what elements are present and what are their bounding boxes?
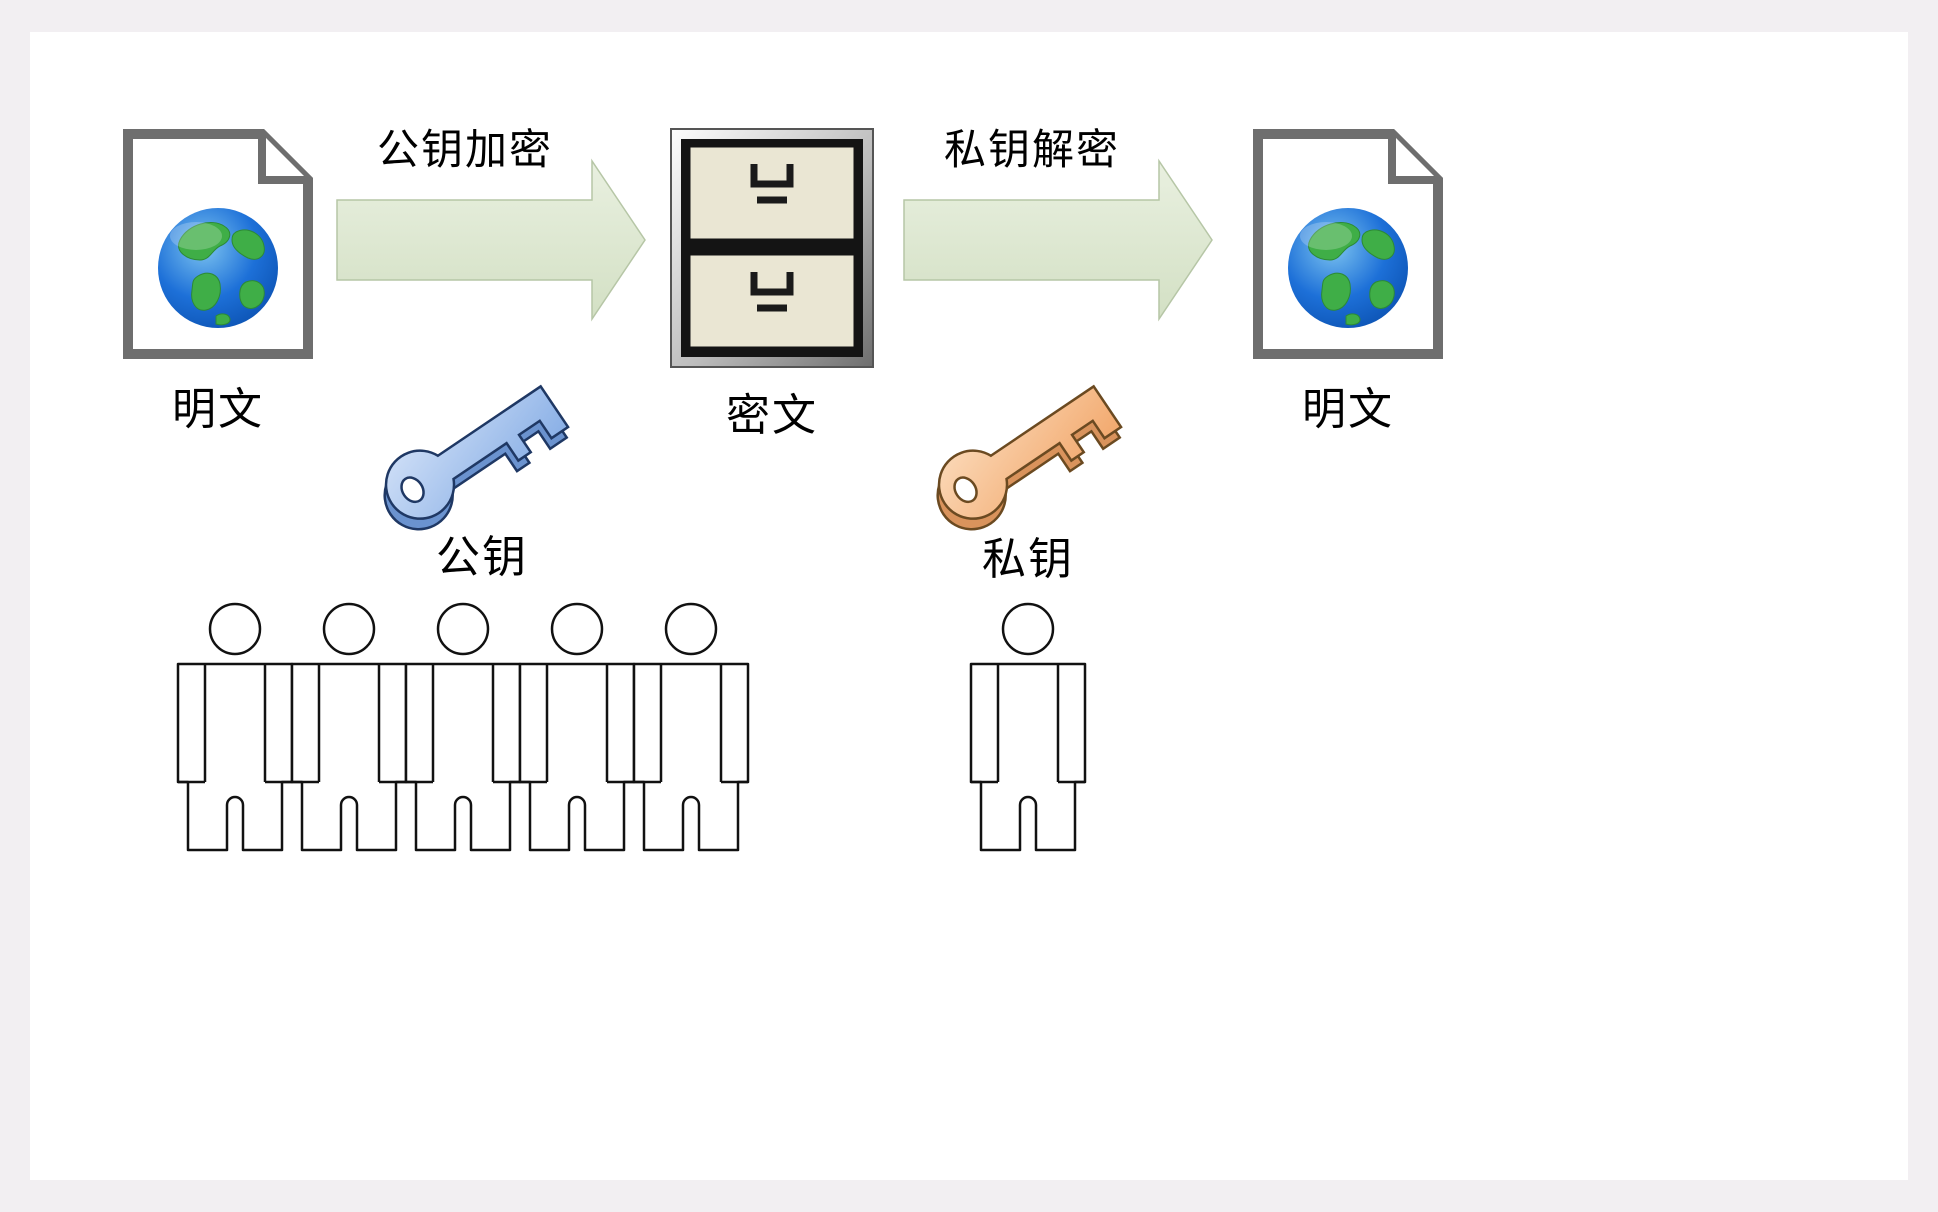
private-key-label: 私钥 — [982, 535, 1074, 584]
encrypt-arrow-icon — [336, 158, 646, 322]
globe-icon — [158, 208, 278, 328]
private-key-icon — [936, 384, 1123, 531]
person-icon — [969, 602, 1087, 852]
plaintext-document-icon-left — [123, 129, 313, 359]
public-key-label: 公钥 — [436, 533, 528, 582]
private-key-holder-group — [968, 602, 1092, 854]
globe-icon — [1288, 208, 1408, 328]
encrypt-arrow-label: 公钥加密 — [376, 128, 553, 174]
ciphertext-label: 密文 — [726, 391, 818, 440]
decrypt-arrow-label: 私钥解密 — [943, 128, 1120, 174]
plaintext-label-left: 明文 — [172, 385, 264, 434]
person-icon — [404, 602, 522, 852]
person-icon — [290, 602, 408, 852]
person-icon — [518, 602, 636, 852]
public-key-icon — [383, 384, 570, 531]
person-icon — [632, 602, 750, 852]
plaintext-document-icon-right — [1253, 129, 1443, 359]
person-icon — [176, 602, 294, 852]
ciphertext-cabinet-icon — [670, 128, 874, 368]
drawer-handle-icon — [750, 164, 794, 312]
plaintext-label-right: 明文 — [1302, 385, 1394, 434]
public-key-holders-group — [175, 602, 755, 854]
decrypt-arrow-icon — [903, 158, 1213, 322]
